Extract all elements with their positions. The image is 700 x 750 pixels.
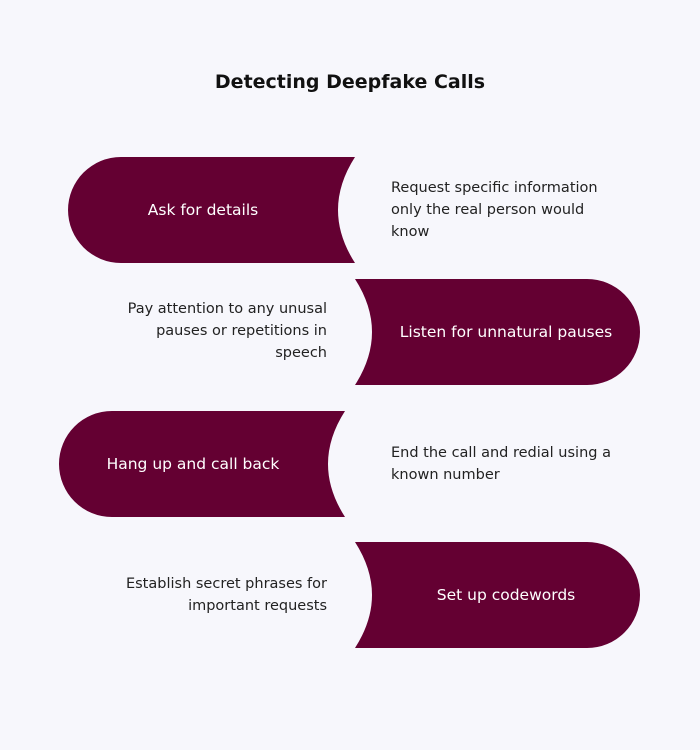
step-2-shape [355, 279, 640, 385]
step-4-shape [355, 542, 640, 648]
step-1-shape [68, 157, 355, 263]
step-4-label: Set up codewords [436, 586, 576, 604]
step-3-label: Hang up and call back [106, 455, 280, 473]
step-2-label: Listen for unnatural pauses [399, 323, 613, 341]
step-1-label: Ask for details [147, 201, 259, 219]
step-4-description: Establish secret phrases for important r… [125, 576, 327, 614]
step-2-description: Pay attention to any unusal pauses or re… [127, 301, 327, 361]
diagram-title: Detecting Deepfake Calls [214, 71, 486, 93]
step-3-description: End the call and redial using a known nu… [391, 445, 611, 483]
step-3-shape [59, 411, 345, 517]
step-1-description: Request specific information only the re… [391, 180, 598, 240]
